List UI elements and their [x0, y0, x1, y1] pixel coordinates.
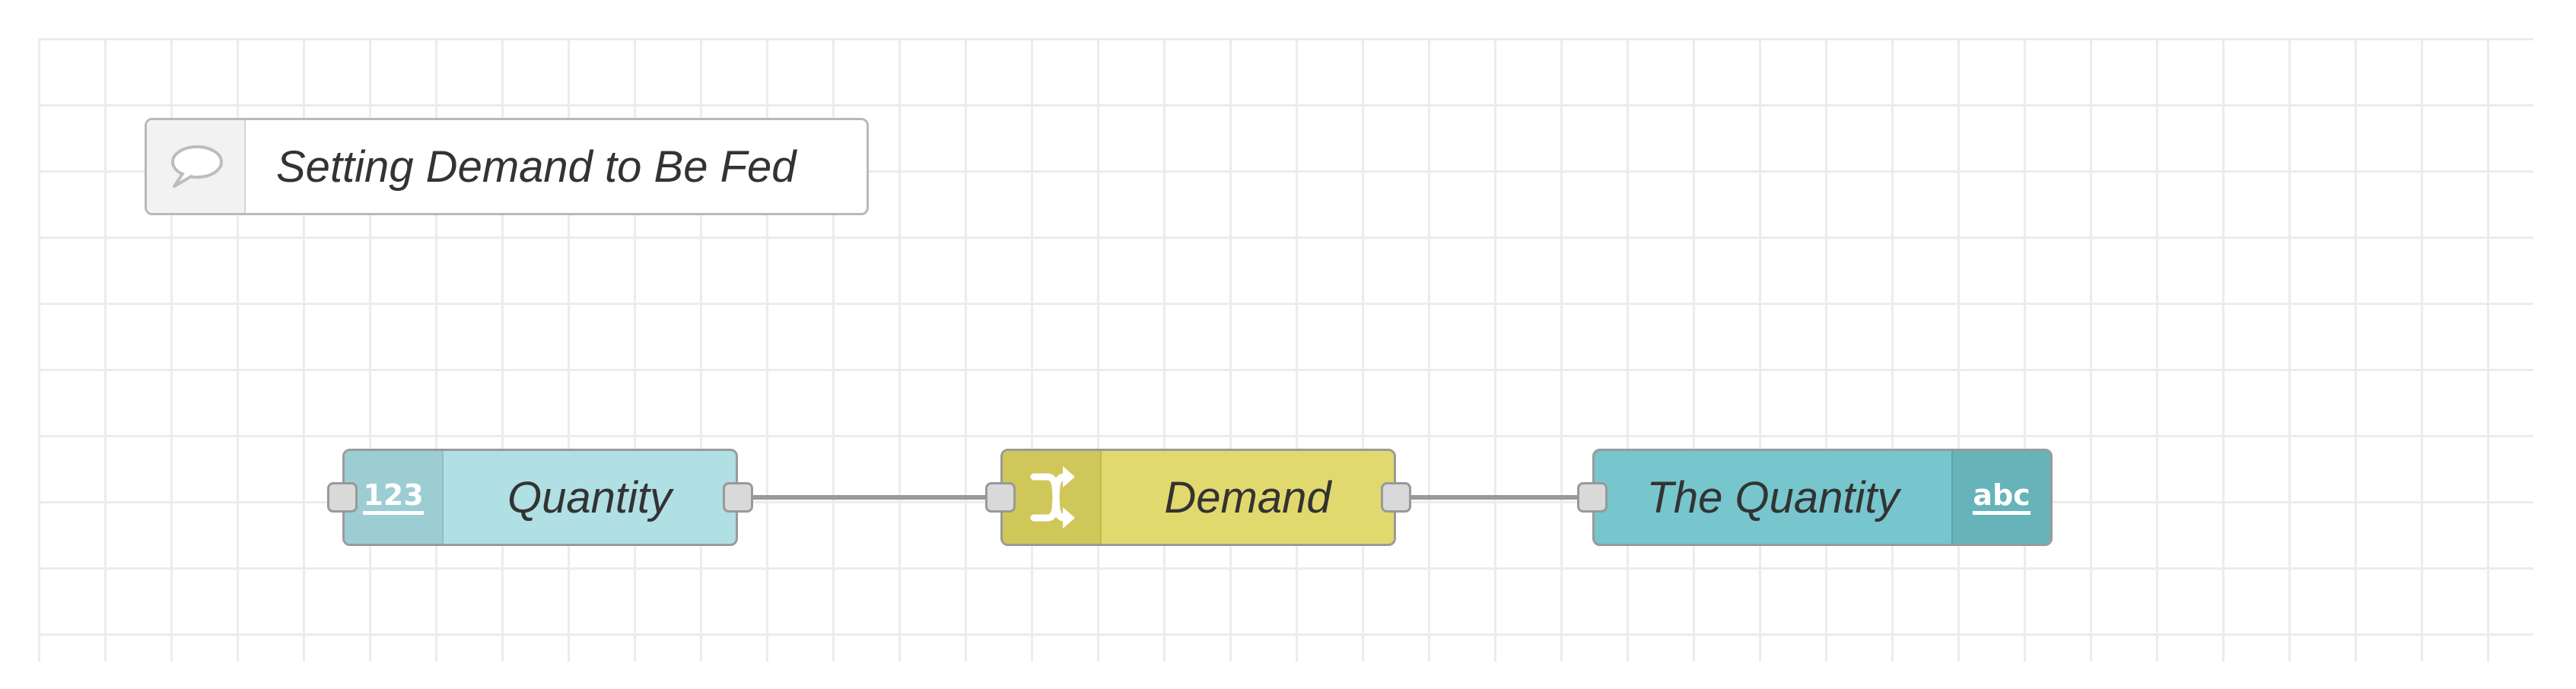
the-quantity-input-port[interactable]: [1577, 482, 1608, 513]
demand-icon-zone: [1003, 451, 1102, 544]
demand-output-port[interactable]: [1381, 482, 1411, 513]
the-quantity-node[interactable]: The Quantity abc: [1592, 449, 2053, 546]
quantity-node-label: Quantity: [507, 472, 672, 522]
shuffle-icon: [1030, 466, 1075, 529]
the-quantity-icon-zone: abc: [1951, 451, 2050, 544]
quantity-input-port[interactable]: [327, 482, 358, 513]
string-icon: abc: [1973, 481, 2031, 515]
speech-bubble-icon: [171, 145, 223, 188]
demand-node[interactable]: Demand: [1000, 449, 1396, 546]
comment-node[interactable]: Setting Demand to Be Fed: [145, 118, 869, 215]
comment-label: Setting Demand to Be Fed: [276, 141, 797, 192]
demand-input-port[interactable]: [985, 482, 1016, 513]
quantity-output-port[interactable]: [723, 482, 753, 513]
number-icon: 123: [363, 481, 424, 515]
demand-node-label: Demand: [1164, 472, 1331, 522]
comment-icon-zone: [147, 120, 246, 213]
quantity-node[interactable]: 123 Quantity: [342, 449, 738, 546]
quantity-icon-zone: 123: [345, 451, 444, 544]
the-quantity-node-label: The Quantity: [1646, 472, 1900, 522]
